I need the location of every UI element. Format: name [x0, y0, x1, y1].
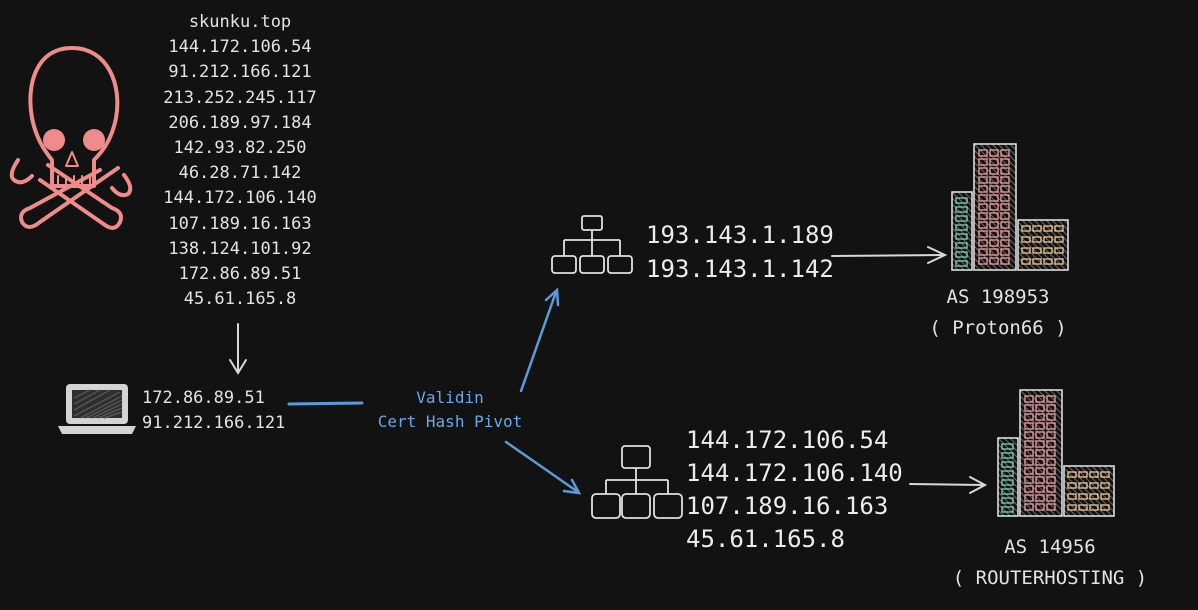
- ip-address: 91.212.166.121: [142, 413, 286, 433]
- ip-address: 172.86.89.51: [142, 388, 265, 408]
- ip-address: 213.252.245.117: [163, 87, 317, 108]
- pivot-label-line1: Validin: [416, 388, 484, 407]
- ip-address: 138.124.101.92: [168, 238, 312, 259]
- network-a-ip-list: 193.143.1.189 193.143.1.142: [646, 218, 834, 286]
- ip-address: 193.143.1.142: [646, 255, 834, 283]
- ip-address: 45.61.165.8: [183, 289, 297, 310]
- pivot-arrow-down: [504, 440, 582, 495]
- pivot-arrow-up: [519, 287, 560, 393]
- as-label-b: AS 14956 ( ROUTERHOSTING ): [900, 532, 1198, 594]
- ip-address: 91.212.166.121: [168, 62, 312, 83]
- skull-crossbones-icon: [9, 46, 133, 230]
- datacenter-building-icon: [997, 389, 1115, 517]
- laptop-icon: [58, 384, 136, 434]
- laptop-ip-list: 172.86.89.51 91.212.166.121: [142, 386, 285, 436]
- network-b-ip-list: 144.172.106.54 144.172.106.140 107.189.1…: [686, 424, 903, 556]
- ip-address: 172.86.89.51: [178, 264, 302, 285]
- as-number: AS 198953: [946, 286, 1050, 308]
- ioc-list: skunku.top 144.172.106.54 91.212.166.121 21…: [130, 10, 350, 312]
- as-name: ( Proton66 ): [929, 317, 1067, 339]
- ip-address: 142.93.82.250: [173, 138, 307, 159]
- ip-address: 144.172.106.54: [168, 37, 312, 58]
- ip-address: 107.189.16.163: [686, 492, 889, 520]
- ip-address: 46.28.71.142: [178, 163, 302, 184]
- arrow-right: [831, 246, 948, 264]
- as-name: ( ROUTERHOSTING ): [952, 567, 1148, 589]
- network-topology-icon: [591, 445, 683, 519]
- pivot-connector-line: [287, 401, 364, 406]
- ip-address: 144.172.106.140: [163, 188, 317, 209]
- domain-item: skunku.top: [188, 12, 292, 32]
- ip-address: 45.61.165.8: [686, 525, 845, 553]
- network-topology-icon: [551, 215, 633, 274]
- datacenter-building-icon: [951, 143, 1069, 271]
- ip-address: 193.143.1.189: [646, 221, 834, 249]
- pivot-label-line2: Cert Hash Pivot: [377, 412, 523, 431]
- arrow-down: [229, 323, 247, 375]
- ip-address: 206.189.97.184: [168, 112, 312, 133]
- ip-address: 144.172.106.140: [686, 459, 903, 487]
- ip-address: 144.172.106.54: [686, 426, 889, 454]
- arrow-right: [909, 476, 988, 494]
- pivot-label: Validin Cert Hash Pivot: [350, 386, 550, 434]
- ip-address: 107.189.16.163: [168, 213, 312, 234]
- as-number: AS 14956: [1004, 536, 1096, 558]
- as-label-a: AS 198953 ( Proton66 ): [898, 282, 1098, 344]
